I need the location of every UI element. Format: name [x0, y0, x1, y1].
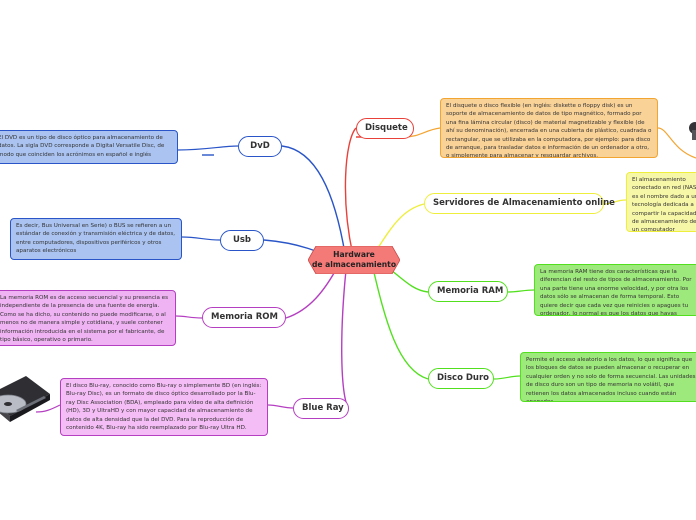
link-blueray-image [35, 404, 61, 413]
note-servidores: El almacenamiento conectado en red (NAS)… [626, 172, 696, 232]
note-memoria-ram: La memoria RAM tiene dos características… [534, 264, 696, 316]
note-memoria-rom: La memoria ROM es de acceso secuencial y… [0, 290, 176, 346]
link-disco-duro-note [493, 375, 521, 380]
topic-memoria-ram[interactable]: Memoria RAM [428, 281, 508, 302]
drive-arm-icon [689, 122, 696, 140]
tray-slot [16, 396, 46, 412]
link-disquete-image [657, 127, 696, 159]
central-octagon [308, 246, 400, 274]
optical-drive-icon [0, 376, 50, 422]
link-blueray-note [267, 404, 294, 409]
disc-hole [4, 402, 12, 406]
link-servidores-note [603, 199, 627, 205]
note-disquete: El disquete o disco flexible (en inglés:… [440, 98, 658, 158]
note-usb: Es decir, Bus Universal en Serie) o BUS … [10, 218, 182, 260]
central-topic-label: Hardware de almacenamiento [311, 250, 397, 269]
link-dvd [281, 145, 347, 261]
arm-stem [692, 130, 696, 140]
topic-disquete[interactable]: Disquete [356, 118, 414, 139]
link-ram-note [507, 289, 535, 293]
link-disco-duro [371, 263, 429, 380]
note-blue-ray: El disco Blu-ray, conocido como Blu-ray … [60, 378, 268, 436]
central-topic[interactable]: Hardware de almacenamiento [308, 246, 400, 274]
link-usb-note [181, 236, 221, 241]
link-disquete [344, 127, 357, 261]
topic-memoria-rom[interactable]: Memoria ROM [202, 307, 286, 328]
topic-servidores[interactable]: Servidores de Almacenamiento online [424, 193, 615, 214]
link-dvd-note [177, 145, 239, 151]
note-dvd: El DVD es un tipo de disco óptico para a… [0, 130, 178, 164]
link-blueray [341, 269, 349, 409]
note-disco-duro: Permite el acceso aleatorio a los datos,… [520, 352, 696, 402]
central-shape [308, 246, 400, 274]
topic-blue-ray[interactable]: Blue Ray [293, 398, 349, 419]
topic-disco-duro[interactable]: Disco Duro [428, 368, 494, 389]
topic-dvd[interactable]: DvD [238, 136, 282, 157]
link-rom-note [175, 315, 203, 319]
topic-usb[interactable]: Usb [220, 230, 264, 251]
